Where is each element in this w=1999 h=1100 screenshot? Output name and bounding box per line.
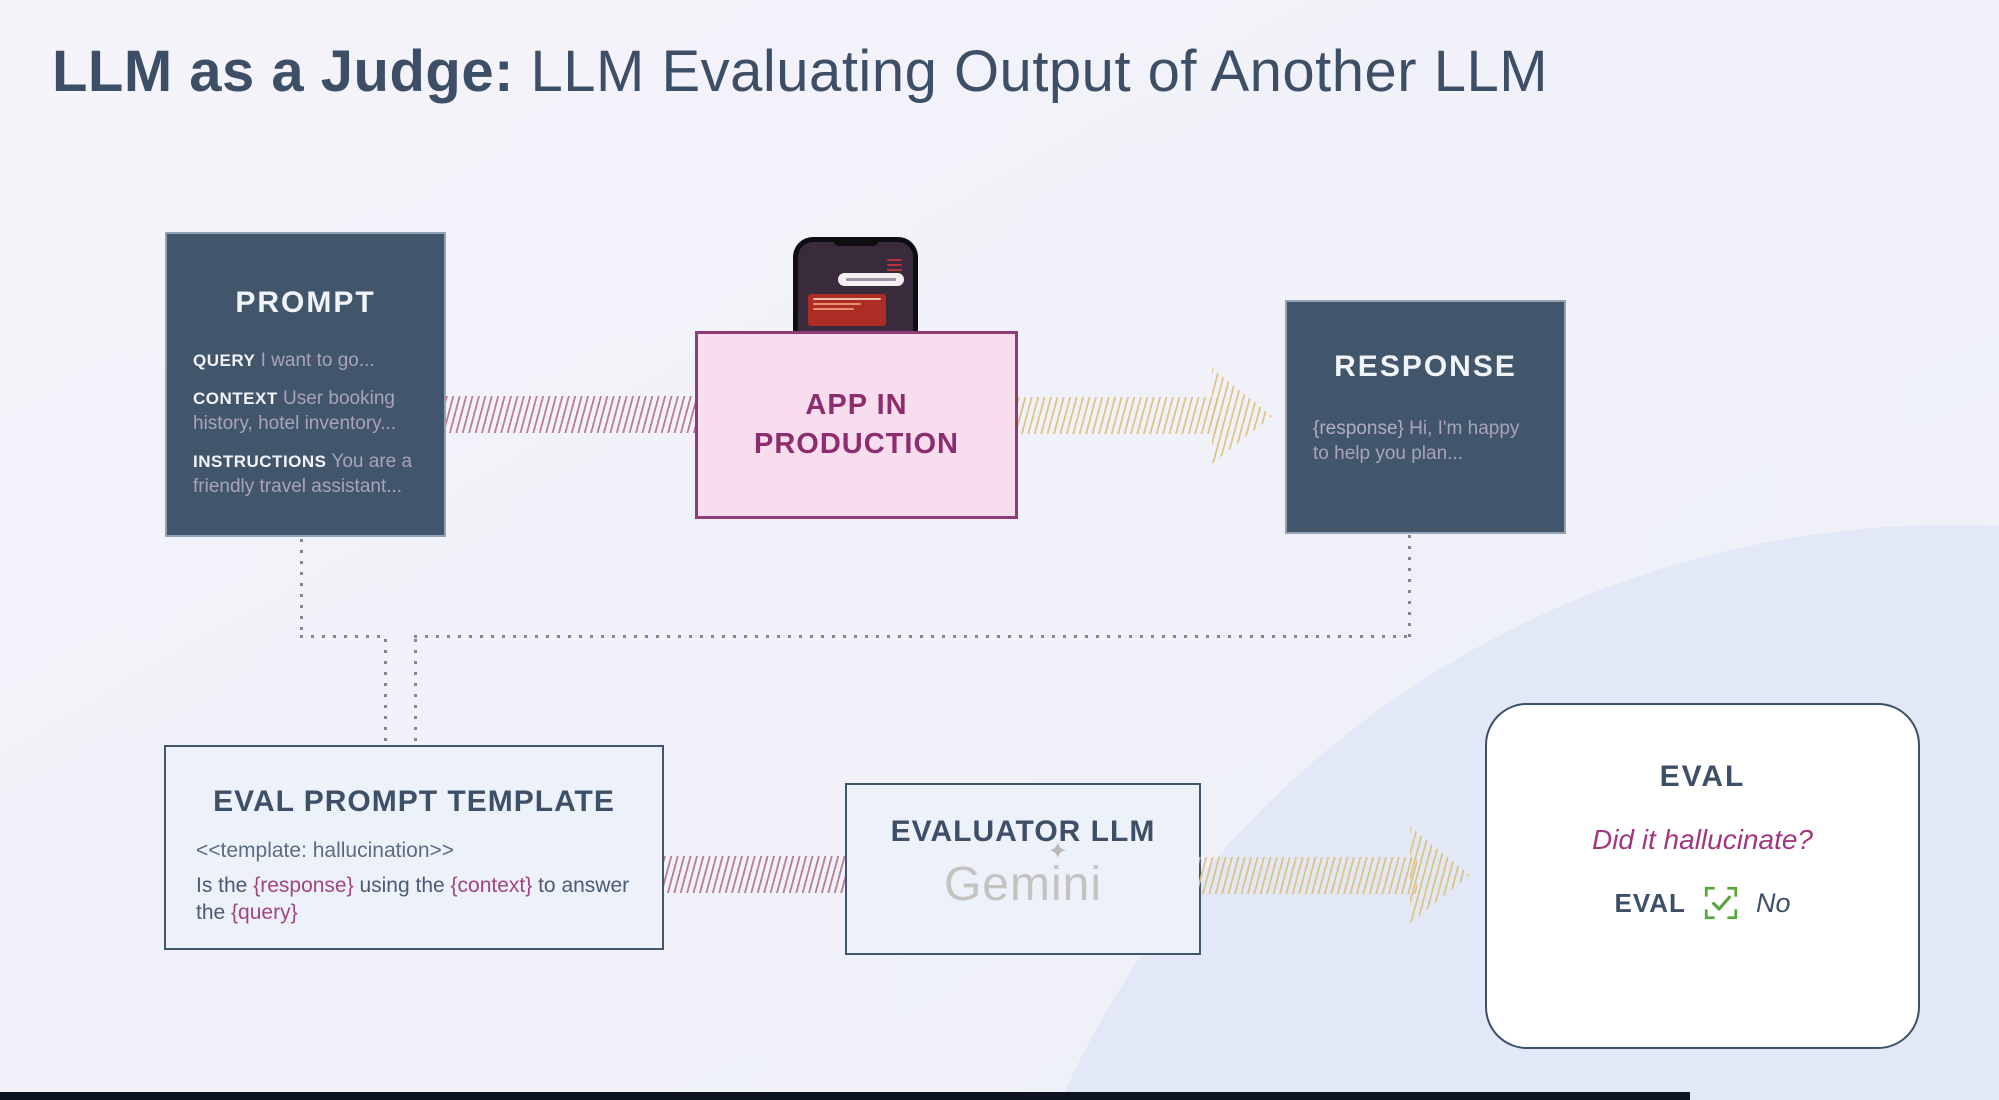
template-question-line: Is the {response} using the {context} to… [196, 874, 630, 925]
prompt-box-title: PROMPT [235, 286, 376, 319]
evaluator-llm-box: EVALUATOR LLM ✦ Gemini [845, 783, 1201, 955]
gemini-wordmark: Gemini [943, 858, 1103, 911]
response-box: RESPONSE {response} Hi, I'm happy to hel… [1285, 300, 1566, 534]
dotted-line-horizontal-left [300, 635, 386, 638]
connector-template-to-evaluator [664, 856, 848, 893]
prompt-field-instructions-value: You are a friendly travel assistant... [193, 451, 413, 498]
page-title: LLM as a Judge: LLM Evaluating Output of… [52, 38, 1548, 105]
prompt-field-query-value: I want to go... [255, 350, 375, 371]
dotted-line-prompt-down [300, 539, 303, 637]
prompt-field-context: CONTEXT User booking history, hotel inve… [193, 386, 418, 436]
connector-app-to-response [1018, 397, 1218, 434]
gemini-logo: ✦ Gemini [847, 838, 1199, 912]
app-in-production-box: APP IN PRODUCTION [695, 331, 1018, 519]
dotted-line-into-template-right [414, 639, 417, 745]
response-box-title: RESPONSE [1334, 350, 1517, 383]
gemini-sparkle-icon: ✦ [1047, 838, 1068, 865]
eval-question: Did it hallucinate? [1591, 824, 1814, 855]
prompt-field-query: QUERY I want to go... [193, 348, 418, 373]
eval-result-card: EVAL Did it hallucinate? EVAL No [1485, 703, 1920, 1049]
prompt-field-context-label: CONTEXT [193, 389, 278, 409]
prompt-field-instructions: INSTRUCTIONS You are a friendly travel a… [193, 449, 418, 499]
eval-prompt-template-title: EVAL PROMPT TEMPLATE [213, 785, 615, 818]
page-title-emphasis: LLM as a Judge: [52, 39, 514, 104]
phone-alert-message [808, 294, 886, 326]
app-in-production-label: APP IN PRODUCTION [754, 388, 959, 460]
phone-search-bar [838, 273, 904, 286]
prompt-field-query-label: QUERY [193, 351, 256, 370]
eval-result-value: No [1755, 887, 1791, 918]
response-placeholder-label: {response} [1313, 418, 1404, 439]
phone-notch [832, 237, 879, 246]
checkbox-check-icon [1704, 886, 1738, 920]
prompt-field-context-value: User booking history, hotel inventory... [193, 388, 397, 435]
response-body: {response} Hi, I'm happy to help you pla… [1313, 416, 1538, 466]
evaluator-llm-title: EVALUATOR LLM [890, 815, 1156, 848]
dotted-line-into-template-left [384, 639, 387, 745]
arrowhead-app-to-response [1212, 368, 1272, 464]
bottom-edge-bar [0, 1092, 1690, 1100]
prompt-box: PROMPT QUERY I want to go... CONTEXT Use… [165, 232, 446, 537]
page-title-rest: LLM Evaluating Output of Another LLM [530, 39, 1549, 104]
connector-evaluator-to-eval [1199, 857, 1417, 894]
eval-result-row: EVAL No [1487, 884, 1918, 922]
response-body-value: Hi, I'm happy to help you plan... [1313, 418, 1520, 465]
connector-prompt-to-app [446, 396, 698, 433]
eval-card-title: EVAL [1659, 760, 1746, 793]
eval-result-label: EVAL [1614, 887, 1686, 918]
dotted-line-response-down [1408, 535, 1411, 637]
dotted-line-horizontal-right [414, 635, 1410, 638]
eval-prompt-template-box: EVAL PROMPT TEMPLATE <<template: halluci… [164, 745, 664, 950]
template-name-line: <<template: hallucination>> [196, 839, 455, 862]
prompt-field-instructions-label: INSTRUCTIONS [193, 452, 327, 472]
hamburger-menu-icon [887, 259, 902, 274]
